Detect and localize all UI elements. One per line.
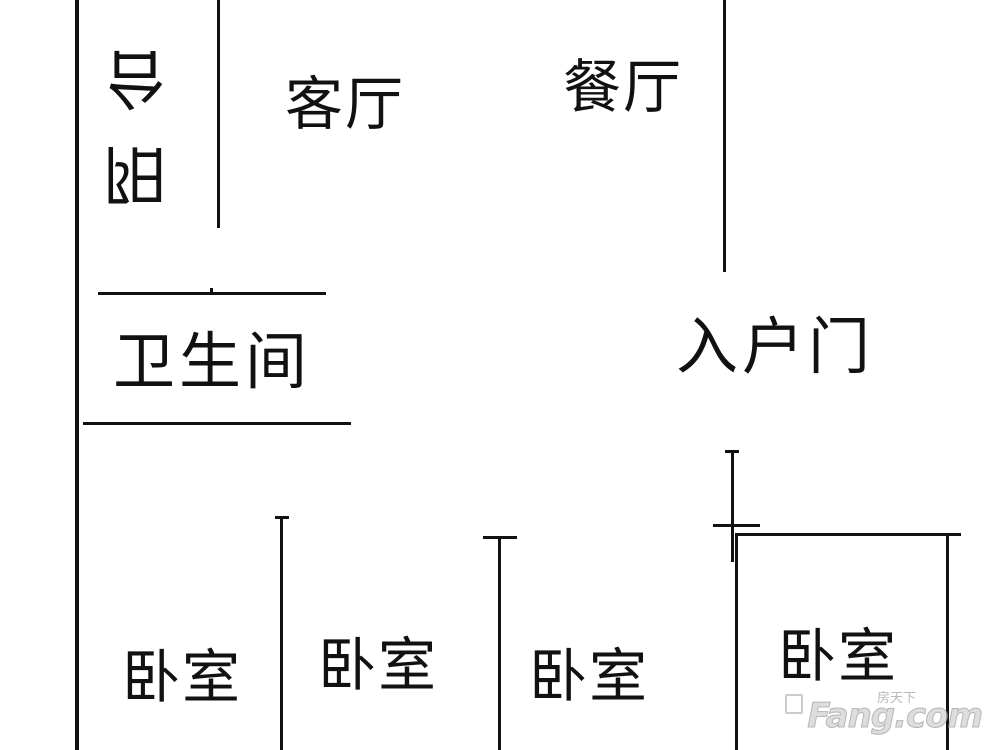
balcony-label: 阳 台: [100, 40, 170, 210]
bedroom-4-right-wall: [946, 533, 949, 750]
watermark: Fang.com: [785, 692, 984, 737]
bedroom-4-top-wall-long: [735, 533, 961, 536]
watermark-logo-text: Fang.com: [807, 696, 984, 737]
balcony-char-1: 阳: [103, 136, 167, 210]
bedroom-4-top-wall: [713, 524, 760, 527]
bathroom-label: 卫生间: [113, 325, 312, 398]
left-outer-wall: [75, 0, 79, 750]
entrance-post-cap: [725, 450, 739, 453]
bedroom-1-label: 卧室: [122, 643, 243, 711]
bedroom-divider-2-cap: [483, 536, 517, 539]
bedroom-3-label: 卧室: [529, 642, 650, 710]
dining-room-label: 餐厅: [563, 53, 684, 121]
bathroom-top-notch: [210, 288, 213, 294]
living-room-label: 客厅: [285, 70, 406, 138]
bedroom-4-label: 卧室: [778, 622, 899, 690]
bedroom-divider-2: [498, 538, 501, 750]
entrance-door-label: 入户门: [676, 310, 875, 383]
bedroom-2-label: 卧室: [318, 631, 439, 699]
balcony-living-divider: [217, 0, 220, 228]
bedroom-divider-1: [280, 518, 283, 750]
balcony-char-2: 台: [103, 40, 167, 114]
entrance-post: [731, 450, 734, 562]
watermark-house-icon: [785, 694, 804, 714]
watermark-sub: 房天下: [876, 691, 916, 706]
bathroom-bottom-wall: [83, 422, 351, 425]
bedroom-4-left-wall: [735, 533, 738, 750]
dining-right-wall: [723, 0, 726, 272]
bedroom-divider-1-cap: [275, 516, 289, 519]
